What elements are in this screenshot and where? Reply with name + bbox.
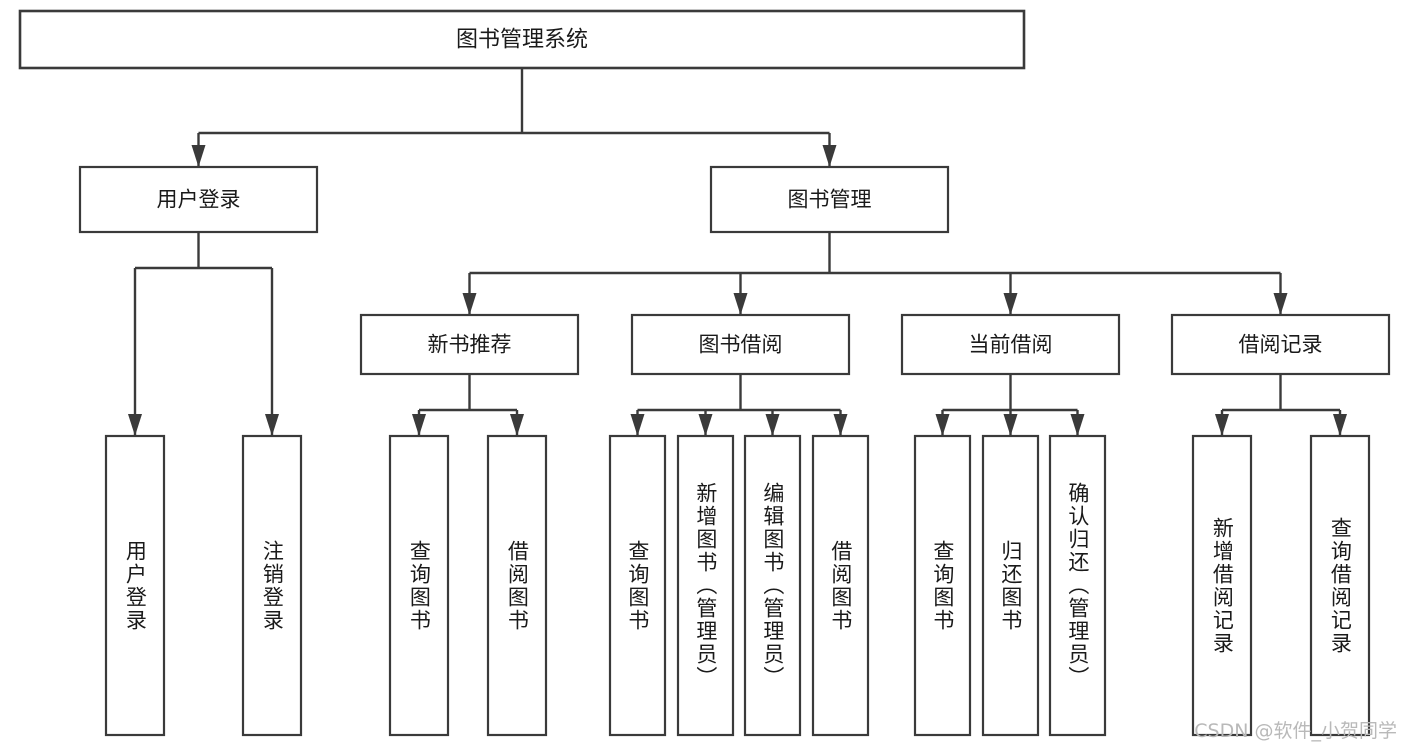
node-box-leaf-query-book-borrow[interactable] bbox=[608, 434, 667, 737]
arrow-head-current-borrow-2 bbox=[1070, 414, 1085, 436]
arrow-head-root-0 bbox=[191, 145, 206, 167]
arrow-head-book-manage-2 bbox=[1003, 293, 1018, 315]
arrow-head-book-borrow-3 bbox=[833, 414, 848, 436]
arrow-head-current-borrow-1 bbox=[1003, 414, 1018, 436]
arrow-head-user-login-0 bbox=[128, 414, 142, 436]
arrow-head-book-manage-1 bbox=[733, 293, 748, 315]
node-box-leaf-query-book-cur[interactable] bbox=[913, 434, 972, 737]
arrow-head-new-book-recommend-0 bbox=[412, 414, 426, 436]
node-label-root: 图书管理系统 bbox=[456, 28, 588, 53]
node-box-user-login[interactable] bbox=[78, 165, 319, 234]
node-box-leaf-edit-book[interactable] bbox=[743, 434, 802, 737]
node-box-leaf-add-record[interactable] bbox=[1191, 434, 1253, 737]
arrow-head-root-1 bbox=[822, 145, 837, 167]
node-box-leaf-return-book[interactable] bbox=[981, 434, 1040, 737]
node-label-current-borrow: 当前借阅 bbox=[969, 333, 1053, 357]
node-box-leaf-add-book[interactable] bbox=[676, 434, 735, 737]
node-label-book-borrow: 图书借阅 bbox=[699, 333, 783, 357]
arrow-head-book-borrow-1 bbox=[698, 414, 713, 436]
arrow-head-book-borrow-2 bbox=[765, 414, 780, 436]
node-label-new-book-recommend: 新书推荐 bbox=[428, 333, 512, 357]
arrow-head-current-borrow-0 bbox=[935, 414, 950, 436]
node-box-book-borrow[interactable] bbox=[630, 313, 851, 376]
node-box-book-manage[interactable] bbox=[709, 165, 950, 234]
connector-layer bbox=[128, 68, 1347, 436]
node-box-leaf-query-book-rec[interactable] bbox=[388, 434, 450, 737]
node-box-leaf-user-logout[interactable] bbox=[241, 434, 303, 737]
node-box-current-borrow[interactable] bbox=[900, 313, 1121, 376]
node-box-leaf-borrow-book[interactable] bbox=[811, 434, 870, 737]
arrow-head-book-borrow-0 bbox=[630, 414, 645, 436]
arrow-head-user-login-1 bbox=[265, 414, 279, 436]
arrow-head-book-manage-3 bbox=[1273, 293, 1288, 315]
node-box-leaf-query-record[interactable] bbox=[1309, 434, 1371, 737]
node-layer bbox=[18, 9, 1391, 737]
node-box-leaf-confirm-return[interactable] bbox=[1048, 434, 1107, 737]
node-label-user-login: 用户登录 bbox=[157, 188, 241, 212]
node-box-leaf-borrow-book-rec[interactable] bbox=[486, 434, 548, 737]
node-label-borrow-record: 借阅记录 bbox=[1239, 333, 1323, 357]
arrow-head-book-manage-0 bbox=[462, 293, 477, 315]
node-box-leaf-user-login[interactable] bbox=[104, 434, 166, 737]
node-box-borrow-record[interactable] bbox=[1170, 313, 1391, 376]
arrow-head-borrow-record-1 bbox=[1333, 414, 1347, 436]
arrow-head-new-book-recommend-1 bbox=[510, 414, 524, 436]
watermark-text: CSDN @软件_小贺同学 bbox=[1194, 720, 1397, 742]
node-label-book-manage: 图书管理 bbox=[788, 188, 872, 212]
node-box-new-book-recommend[interactable] bbox=[359, 313, 580, 376]
node-box-root[interactable] bbox=[18, 9, 1026, 70]
arrow-head-borrow-record-0 bbox=[1215, 414, 1229, 436]
